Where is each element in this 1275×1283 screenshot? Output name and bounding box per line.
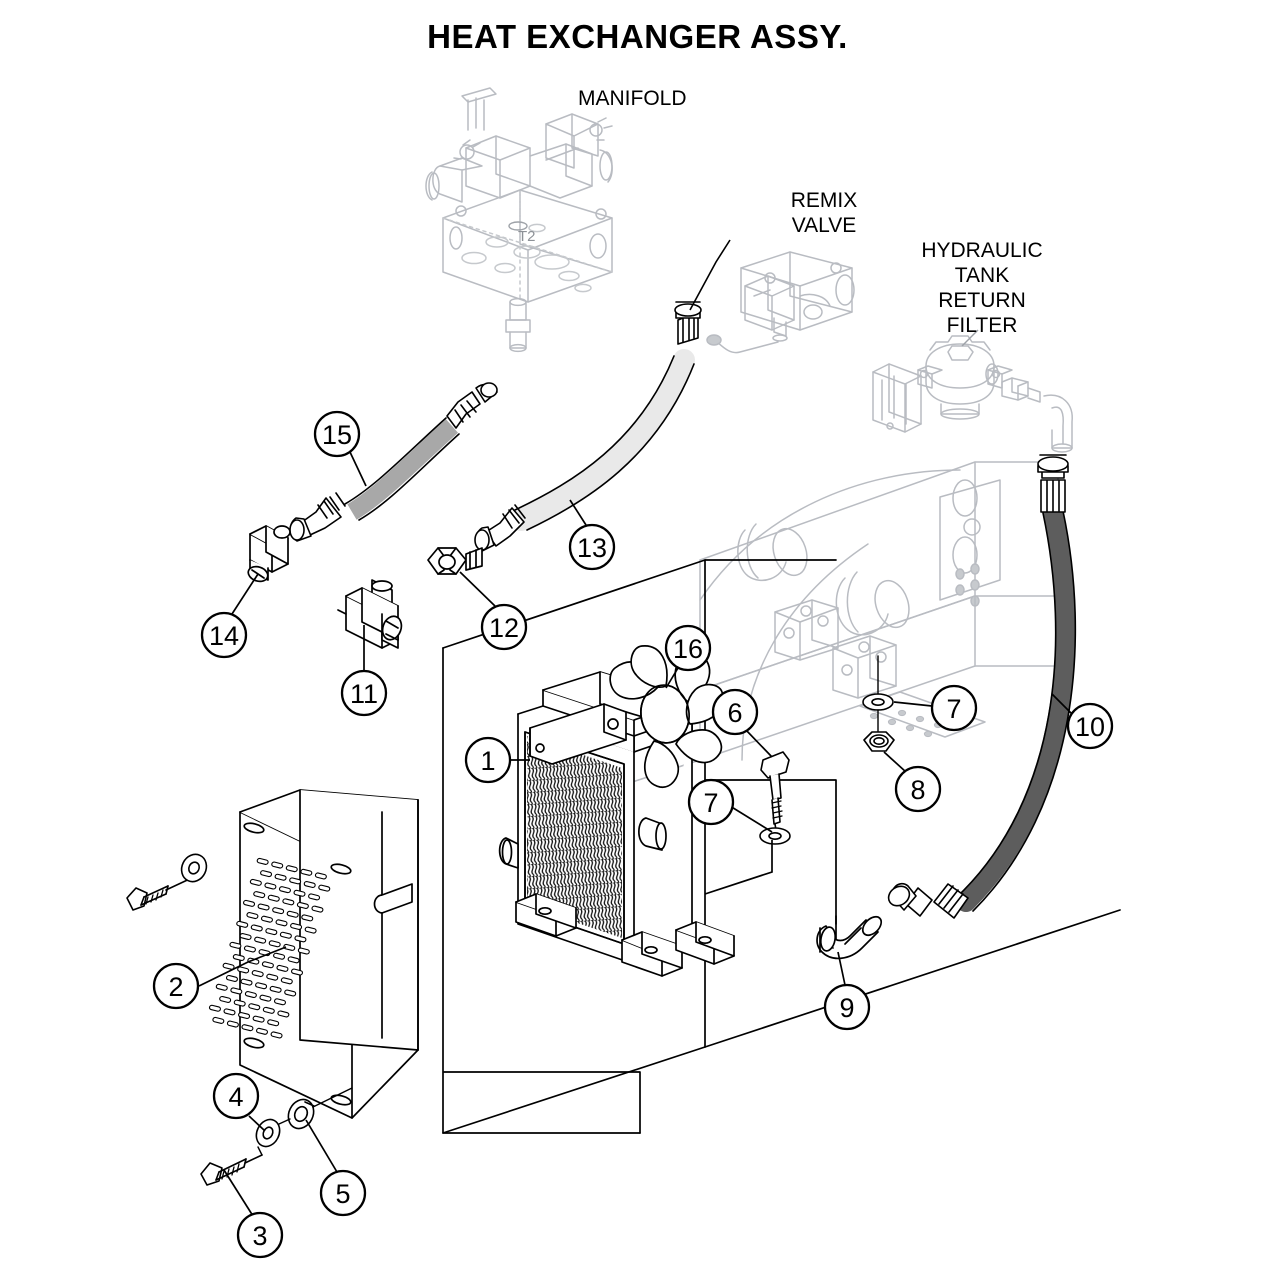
- hose-part15: [347, 419, 459, 520]
- callout-14-label: 14: [209, 621, 239, 651]
- hose13-fittings: [474, 301, 702, 552]
- callout-4[interactable]: 4: [212, 1072, 260, 1120]
- callout-12[interactable]: 12: [480, 603, 528, 651]
- callout-7-bracket[interactable]: 7: [930, 684, 978, 732]
- callout-2[interactable]: 2: [152, 962, 200, 1010]
- annotation-remix-valve: REMIX VALVE: [790, 189, 858, 237]
- callout-5[interactable]: 5: [319, 1169, 367, 1217]
- machine-frame-ghost: [619, 461, 1059, 787]
- hose-part15-outline: [344, 417, 460, 521]
- callout-2-label: 2: [168, 972, 183, 1002]
- flat-washer-part7a: [759, 827, 791, 845]
- hose-part13-outline: [514, 355, 695, 531]
- hex-bolt-part6: [760, 751, 790, 837]
- chassis-outline: [442, 559, 1121, 1134]
- hex-bolt-upper-cover: [126, 875, 197, 911]
- annotation-return-filter: HYDRAULIC TANK RETURN FILTER: [921, 239, 1043, 337]
- flat-washer-part4: [255, 1118, 281, 1148]
- callout-4-label: 4: [228, 1082, 243, 1112]
- manifold-port-marker: [508, 221, 528, 231]
- callout-10-label: 10: [1075, 712, 1105, 742]
- callout-16-label: 16: [673, 634, 703, 664]
- callout-12-label: 12: [489, 613, 519, 643]
- callout-balloons: 1 2 3 4 5 6 7 7: [152, 410, 1114, 1259]
- hose10-fittings: [887, 454, 1069, 919]
- callout-15-label: 15: [322, 420, 352, 450]
- callout-3-label: 3: [252, 1221, 267, 1251]
- flat-washer-part7b: [862, 693, 894, 711]
- lock-washer-part5: [287, 1098, 315, 1130]
- callout-3[interactable]: 3: [236, 1211, 284, 1259]
- return-filter-ghost: [872, 335, 1073, 453]
- hose-part10: [956, 502, 1076, 912]
- callout-10[interactable]: 10: [1066, 702, 1114, 750]
- callout-1-label: 1: [480, 746, 495, 776]
- guard-cover-part2: [208, 789, 419, 1119]
- callout-11[interactable]: 11: [340, 669, 388, 717]
- fastener-axis-bottom: [257, 1087, 353, 1156]
- callout-7b-label: 7: [946, 694, 961, 724]
- callout-15[interactable]: 15: [313, 410, 361, 458]
- callout-11-label: 11: [350, 679, 378, 709]
- callout-14[interactable]: 14: [200, 611, 248, 659]
- callout-16[interactable]: 16: [664, 624, 712, 672]
- leader-lines: [198, 451, 1073, 1217]
- flat-washer-upper-cover: [180, 853, 208, 883]
- callout-8[interactable]: 8: [894, 765, 942, 813]
- manifold-ghost: [425, 87, 613, 353]
- hose-part10-outline: [959, 510, 1077, 912]
- remix-valve-ghost: [706, 251, 855, 354]
- annotation-manifold-port-t2: T2: [518, 228, 536, 245]
- callout-9[interactable]: 9: [823, 983, 871, 1031]
- elbow-fitting-part14: [247, 525, 291, 583]
- hose15-fittings: [289, 382, 498, 542]
- callout-8-label: 8: [910, 775, 925, 805]
- callout-6[interactable]: 6: [711, 688, 759, 736]
- callout-13[interactable]: 13: [568, 523, 616, 571]
- annotation-leaders: [689, 239, 731, 311]
- page-title: HEAT EXCHANGER ASSY.: [427, 18, 848, 55]
- adapter-fitting-part12: [427, 547, 483, 575]
- callout-6-label: 6: [727, 698, 742, 728]
- cooling-fan-part16: [609, 645, 725, 788]
- callout-1[interactable]: 1: [464, 736, 512, 784]
- callout-7-label: 7: [703, 788, 718, 818]
- annotation-leaders-ghost: [961, 329, 979, 347]
- elbow-fitting-part9: [816, 915, 883, 960]
- callout-9-label: 9: [839, 993, 854, 1023]
- hex-nut-part8: [863, 731, 895, 752]
- hose-part13: [510, 349, 695, 531]
- annotation-manifold: MANIFOLD: [578, 87, 687, 110]
- callout-5-label: 5: [335, 1179, 350, 1209]
- callout-7-fan[interactable]: 7: [687, 778, 735, 826]
- callout-13-label: 13: [577, 533, 607, 563]
- hex-bolt-part3: [200, 1154, 263, 1186]
- tee-fitting-part11: [337, 579, 403, 649]
